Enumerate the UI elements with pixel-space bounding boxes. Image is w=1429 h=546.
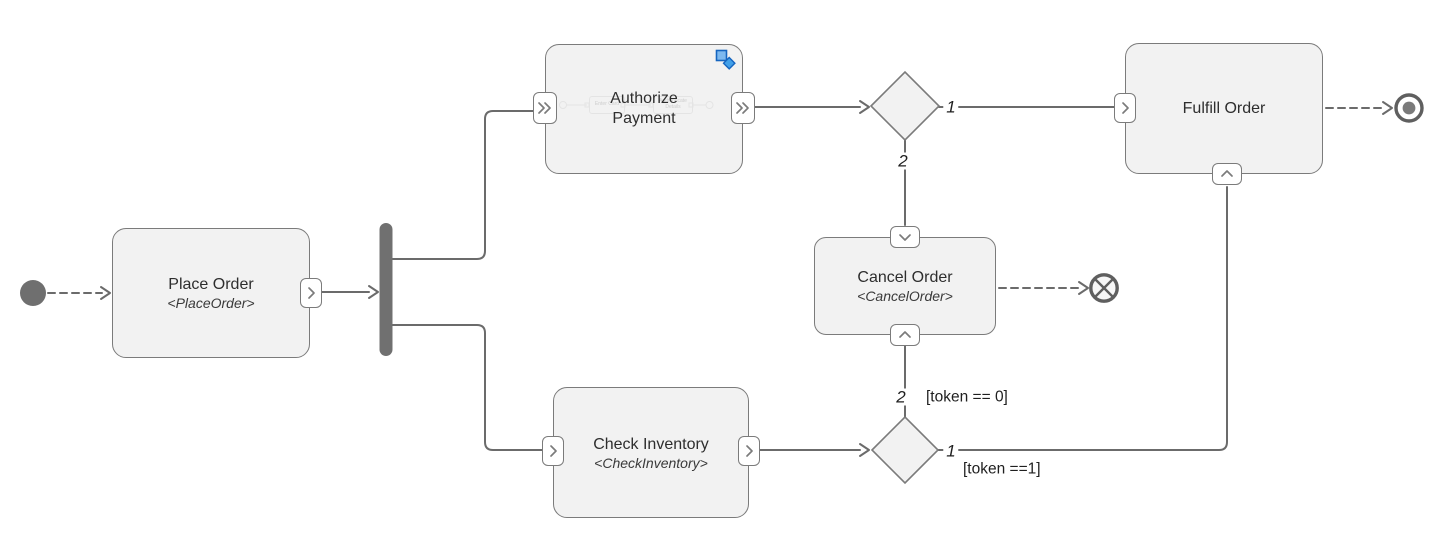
chevron-up-icon xyxy=(1221,170,1233,177)
fork-bar[interactable] xyxy=(379,223,393,356)
port-out-authorize-payment[interactable] xyxy=(731,92,755,124)
decision-authorize-result[interactable] xyxy=(869,70,941,142)
port-in-cancel-order-bottom[interactable] xyxy=(890,324,920,346)
arrowhead xyxy=(1078,281,1089,295)
activity-final-node[interactable] xyxy=(1394,93,1424,123)
guard-token-1: [token ==1] xyxy=(963,460,1041,478)
chevron-right-icon xyxy=(1122,102,1129,114)
port-out-place-order[interactable] xyxy=(300,278,322,308)
activity-check-inventory[interactable]: Check Inventory <CheckInventory> xyxy=(553,387,749,518)
activity-stereotype: <CancelOrder> xyxy=(857,288,953,304)
port-in-cancel-order-top[interactable] xyxy=(890,226,920,248)
activity-title: Place Order xyxy=(168,276,254,293)
activity-title: Cancel Order xyxy=(857,269,953,286)
port-in-fulfill-order-bottom[interactable] xyxy=(1212,163,1242,185)
arrowhead xyxy=(859,443,870,457)
arrowhead xyxy=(100,286,111,300)
subflow-step-enter-card: Enter Card xyxy=(589,96,625,114)
activity-stereotype: <CheckInventory> xyxy=(594,454,708,471)
port-in-check-inventory[interactable] xyxy=(542,436,564,466)
start-node[interactable] xyxy=(20,280,46,306)
port-in-fulfill-order-left[interactable] xyxy=(1114,93,1136,123)
flow-final-node[interactable] xyxy=(1089,273,1119,303)
chevron-right-icon xyxy=(308,287,315,299)
activity-fulfill-order[interactable]: Fulfill Order xyxy=(1125,43,1323,174)
chevron-down-icon xyxy=(899,234,911,241)
port-out-check-inventory[interactable] xyxy=(738,436,760,466)
activity-title: Check Inventory xyxy=(593,435,709,453)
activity-cancel-order[interactable]: Cancel Order <CancelOrder> xyxy=(814,237,996,335)
edge-label-inv-1: 1 xyxy=(943,442,959,460)
port-in-authorize-payment[interactable] xyxy=(533,92,557,124)
chevron-right-icon xyxy=(550,445,557,457)
edge-label-auth-2: 2 xyxy=(895,152,911,170)
chevron-up-icon xyxy=(899,331,911,338)
guard-token-0: [token == 0] xyxy=(926,388,1008,406)
activity-title: Fulfill Order xyxy=(1182,99,1266,117)
edge-fork-to-check-inventory[interactable] xyxy=(391,324,543,451)
chevron-double-right-icon xyxy=(538,102,551,114)
chevron-double-right-icon xyxy=(736,102,749,114)
edge-fork-to-authorize[interactable] xyxy=(391,110,535,260)
edge-label-auth-1: 1 xyxy=(943,98,959,116)
chevron-right-icon xyxy=(746,445,753,457)
activity-title: Authorize Payment xyxy=(610,90,678,127)
subflow-step-authenticate-details: Authenticate Details xyxy=(653,96,693,114)
subprocess-icon xyxy=(715,49,736,70)
decision-inventory-result[interactable] xyxy=(870,415,940,485)
activity-stereotype: <PlaceOrder> xyxy=(167,295,255,311)
activity-place-order[interactable]: Place Order <PlaceOrder> xyxy=(112,228,310,358)
arrowhead xyxy=(1382,101,1393,115)
activity-authorize-payment[interactable]: Enter Card Authenticate Details Authoriz… xyxy=(545,44,743,174)
arrowhead xyxy=(368,285,379,299)
edge-label-inv-2: 2 xyxy=(893,388,909,406)
arrowhead xyxy=(859,100,870,114)
